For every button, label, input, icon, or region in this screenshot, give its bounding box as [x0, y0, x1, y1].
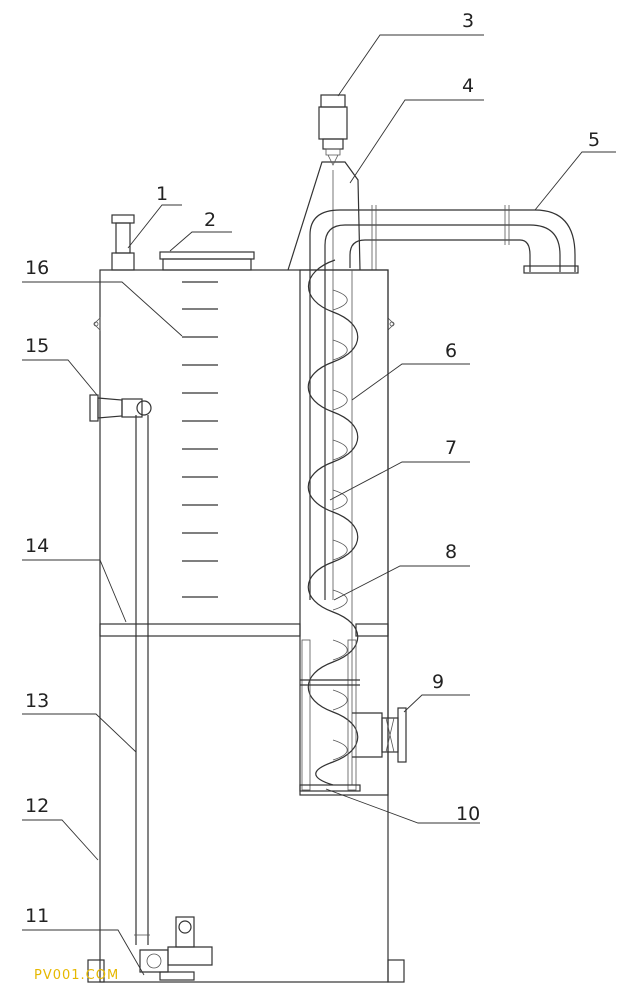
top-vent [111, 214, 135, 271]
callout-labels: 1 2 3 4 5 6 7 8 9 10 11 12 13 14 15 16 [25, 10, 600, 927]
riser-pipe [134, 415, 150, 945]
label-12: 12 [25, 795, 49, 817]
spiral-screw [307, 259, 359, 786]
label-3: 3 [462, 10, 474, 32]
outlet-nozzle [89, 394, 152, 422]
label-14: 14 [25, 535, 49, 557]
label-1: 1 [156, 183, 168, 205]
discharge-pipe [309, 205, 579, 600]
separation-column [299, 269, 389, 796]
label-16: 16 [25, 257, 49, 279]
label-9: 9 [432, 671, 444, 693]
label-13: 13 [25, 690, 49, 712]
screen-section [300, 639, 360, 791]
label-4: 4 [462, 75, 474, 97]
label-10: 10 [456, 803, 480, 825]
leader-lines [22, 34, 616, 976]
label-11: 11 [25, 905, 49, 927]
submersible-pump [139, 916, 213, 981]
watermark: PV001.COM [34, 968, 119, 983]
inlet-nozzle [352, 707, 407, 763]
label-2: 2 [204, 209, 216, 231]
level-gauge [182, 281, 218, 598]
divider-plate [99, 623, 389, 637]
label-8: 8 [445, 541, 457, 563]
access-hatch [159, 251, 255, 271]
label-15: 15 [25, 335, 49, 357]
drive-motor [318, 94, 348, 166]
bottom-flange [299, 784, 361, 792]
cone-hopper [287, 161, 361, 600]
label-6: 6 [445, 340, 457, 362]
label-5: 5 [588, 129, 600, 151]
label-7: 7 [445, 437, 457, 459]
